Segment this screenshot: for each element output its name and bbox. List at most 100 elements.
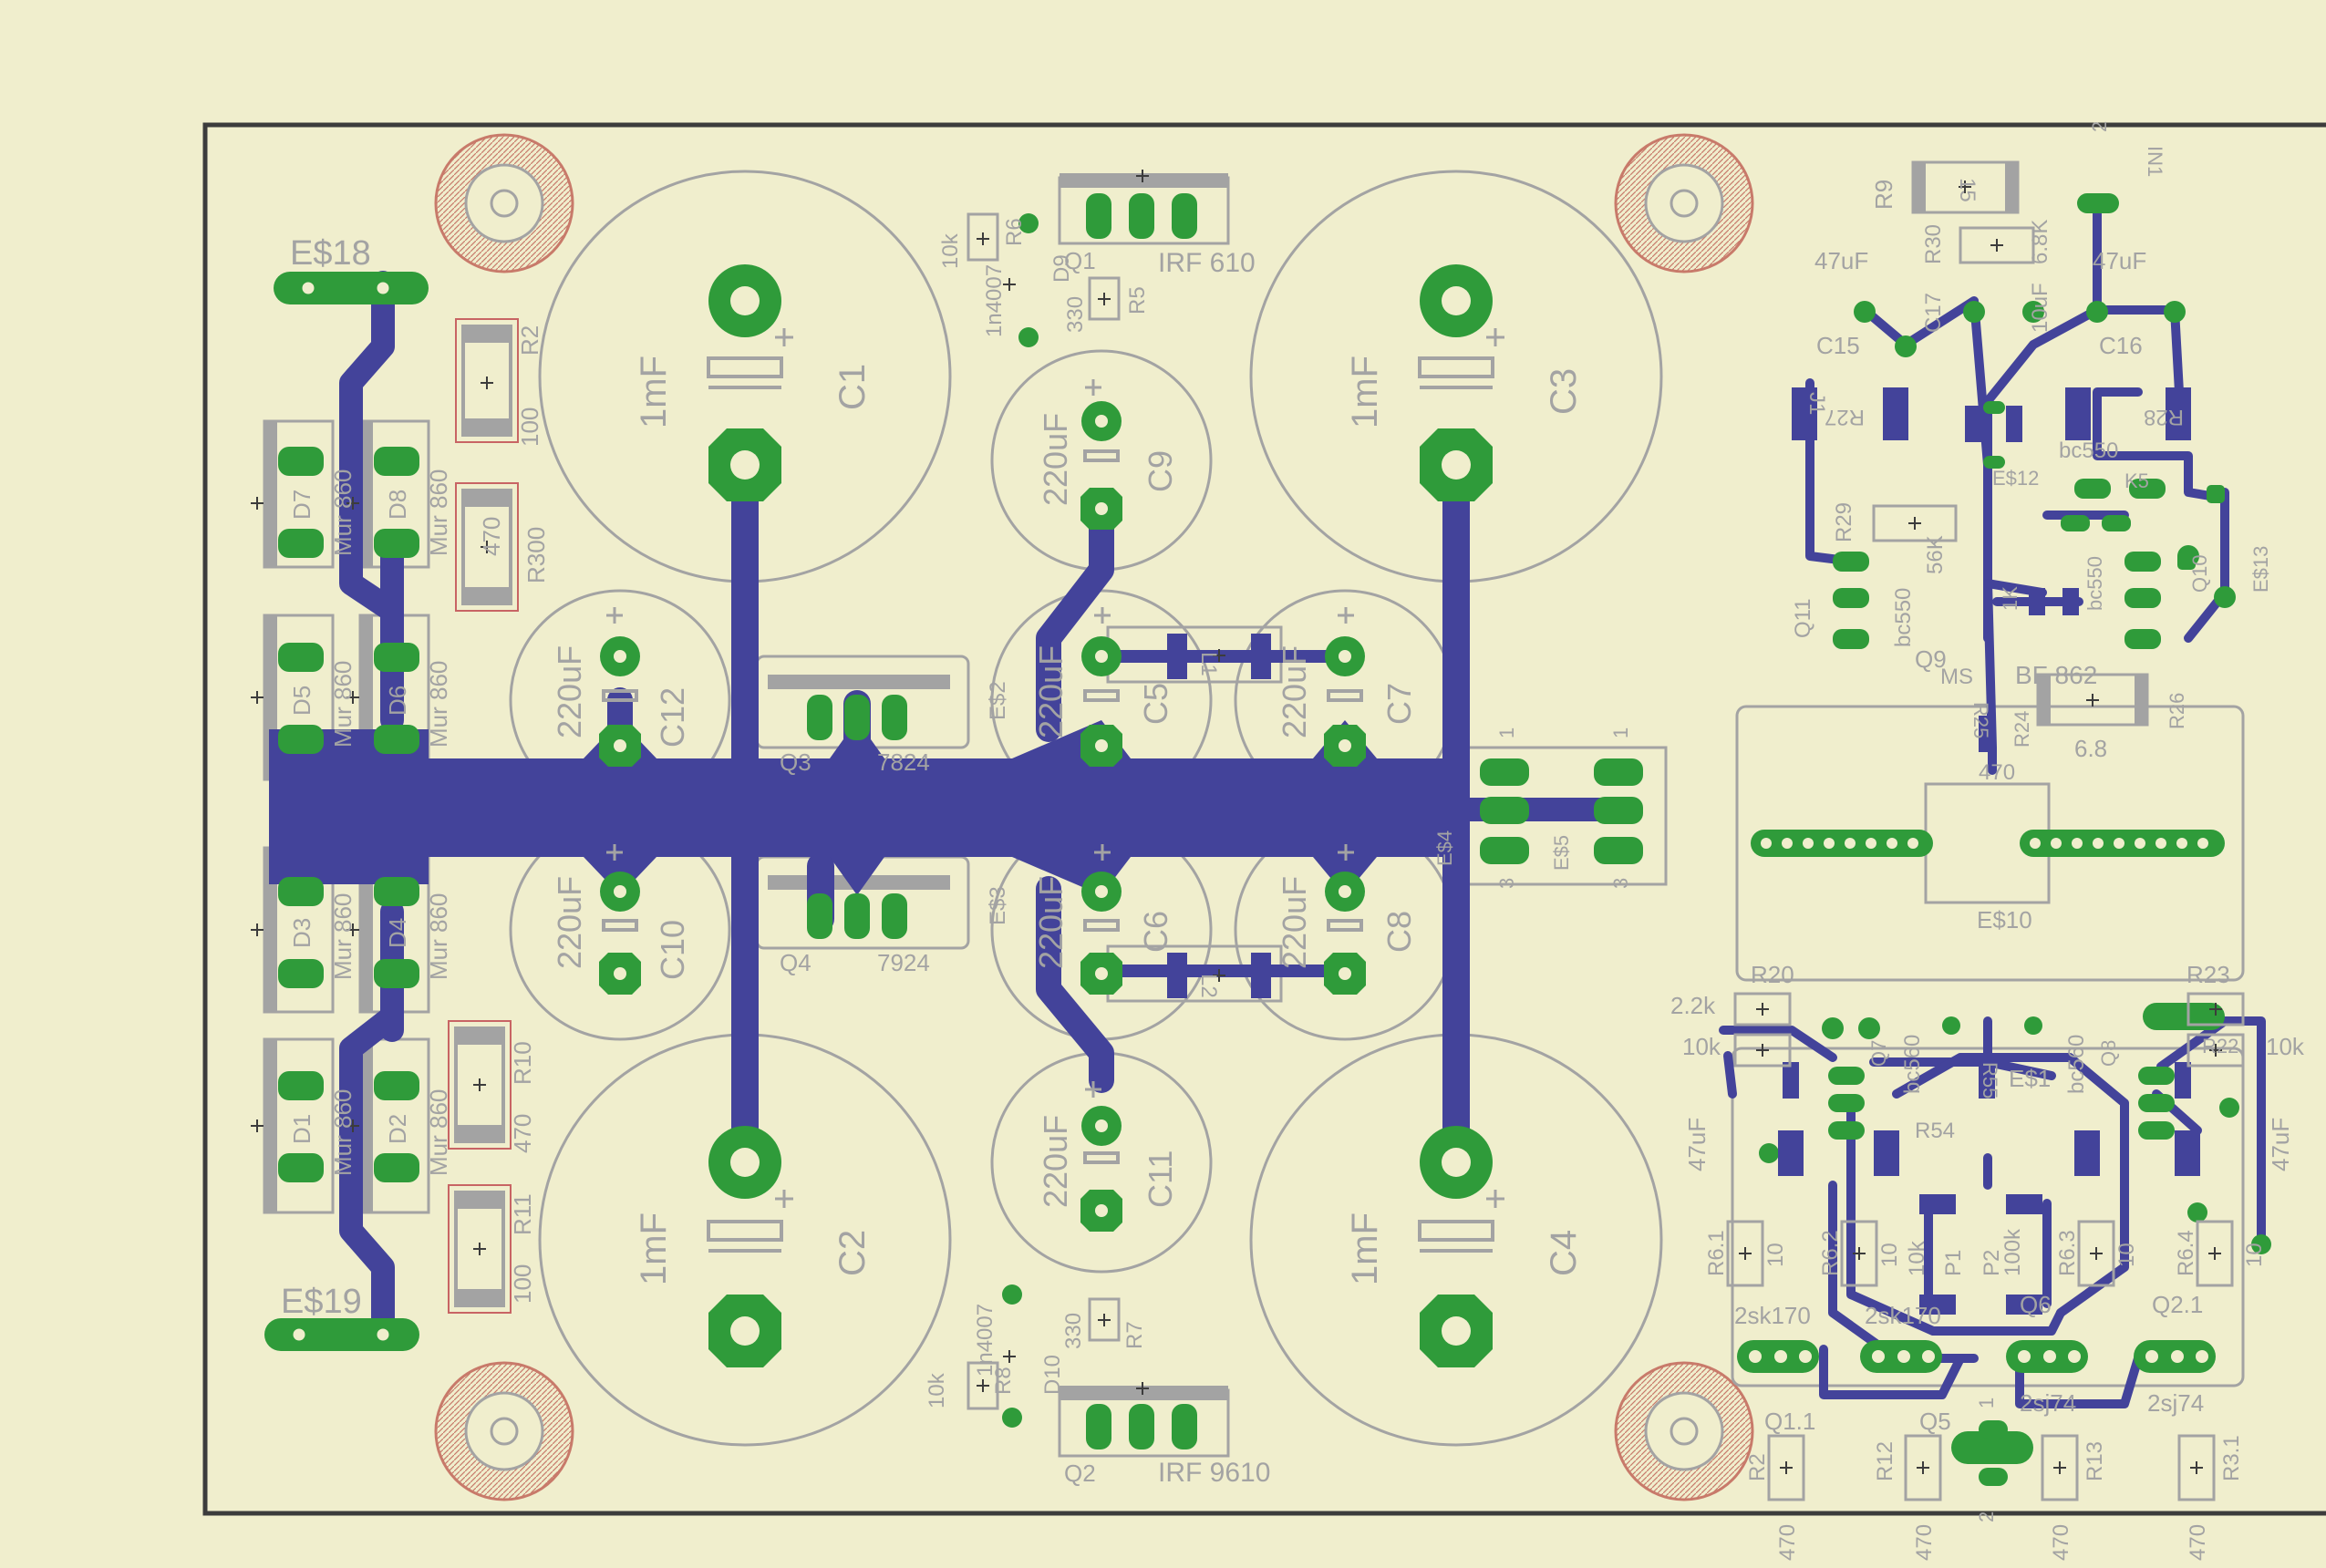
label-r9-value: 15 [1955, 178, 1980, 202]
label-q1: Q1 [1064, 247, 1096, 274]
label-d4-value: Mur 860 [425, 893, 452, 980]
label-r7-value: 330 [1061, 1313, 1086, 1349]
label-c5: C5 [1137, 683, 1174, 725]
label-d6-value: Mur 860 [425, 661, 452, 748]
label-c1-value: 1mF [634, 356, 674, 428]
label-r29: R29 [1832, 502, 1856, 542]
mounting-hole-icon [434, 1361, 574, 1501]
label-q1-2-value: 2sk170 [1865, 1302, 1941, 1329]
mounting-holes [434, 133, 1754, 1501]
label-c16: C16 [2099, 332, 2143, 359]
label-k5: K5 [2124, 469, 2149, 492]
label-e3: E$3 [986, 886, 1010, 925]
label-d2-value: Mur 860 [425, 1089, 452, 1176]
label-e5: E$5 [1550, 835, 1573, 871]
label-d9: D9 [1049, 254, 1074, 283]
label-c17: C17 [1921, 293, 1946, 333]
label-r13: R13 [2083, 1441, 2107, 1481]
label-r54: R54 [1915, 1119, 1955, 1143]
label-100k-pot: 100k [2000, 1228, 2025, 1276]
label-p2: P2 [1980, 1250, 2004, 1276]
label-e18: E$18 [290, 234, 371, 273]
label-d7-value: Mur 860 [329, 469, 357, 556]
label-r3-1: R3.1 [2219, 1435, 2244, 1481]
label-q8-value: bc560 [2064, 1035, 2089, 1094]
label-r22: R22 [2202, 1035, 2238, 1057]
polarity-marks [606, 328, 1504, 1208]
label-pin3a: 3 [1495, 878, 1518, 889]
label-e1: E$1 [2009, 1065, 2051, 1092]
label-c10-value: 220uF [551, 876, 588, 969]
mounting-hole-icon [1614, 133, 1754, 273]
label-470-d: 470 [2186, 1524, 2210, 1561]
label-d7: D7 [288, 490, 315, 520]
label-d3: D3 [288, 918, 315, 948]
label-q8: Q8 [2097, 1040, 2120, 1067]
mounting-hole-icon [1614, 1361, 1754, 1501]
label-r23: R23 [2186, 961, 2230, 988]
label-j1: J1 [1804, 392, 1829, 415]
label-r20-value: 2.2k [1670, 992, 1716, 1019]
label-r64: R6.4 [2174, 1230, 2198, 1276]
label-pin1-bottom: 1 [1975, 1398, 1998, 1408]
label-470-a: 470 [1775, 1524, 1800, 1561]
label-c14-value: 47uF [2267, 1118, 2294, 1171]
label-q4-value: 7924 [877, 949, 930, 976]
label-r61: R6.1 [1704, 1230, 1729, 1276]
label-q2: Q2 [1064, 1460, 1096, 1487]
label-c9: C9 [1142, 450, 1179, 492]
label-pin1a: 1 [1495, 727, 1518, 738]
label-r64-value: 10 [2242, 1243, 2267, 1267]
label-d10: D10 [1040, 1355, 1065, 1395]
label-d5-value: Mur 860 [329, 661, 357, 748]
label-r62: R6.2 [1818, 1230, 1843, 1276]
label-d5: D5 [288, 686, 315, 716]
label-d1: D1 [288, 1114, 315, 1144]
label-p1: P1 [1941, 1250, 1966, 1276]
label-q11: Q11 [1791, 598, 1815, 638]
label-in1: IN1 [2144, 146, 2166, 177]
label-c10: C10 [654, 920, 691, 980]
label-d2: D2 [384, 1114, 411, 1144]
label-c6-value: 220uF [1032, 876, 1070, 969]
label-e4: E$4 [1433, 830, 1456, 866]
mounting-hole-icon [434, 133, 574, 273]
label-c12: C12 [654, 687, 691, 748]
label-r5-value: 330 [1063, 296, 1088, 333]
label-d9-value: 1n4007 [982, 264, 1007, 337]
label-pin2-bottom: 2 [1975, 1511, 1998, 1522]
label-q6: Q6 [2020, 1291, 2052, 1318]
label-ms: MS [1940, 665, 1973, 689]
label-c13-value: 47uF [1683, 1118, 1711, 1171]
label-q1-1-value: 2sk170 [1734, 1302, 1811, 1329]
label-d10-value: 1n4007 [973, 1304, 998, 1377]
label-q1-value: IRF 610 [1158, 248, 1256, 278]
label-r26: R26 [2166, 693, 2188, 729]
label-c12-value: 220uF [551, 645, 588, 738]
label-q9-value: BF 862 [2015, 661, 2097, 689]
label-1k: 1K [1999, 586, 2021, 611]
label-r26-value: 6.8 [2074, 735, 2107, 762]
label-c17-value: 10uF [2028, 283, 2052, 333]
label-d6: D6 [384, 686, 411, 716]
label-e10: E$10 [1977, 906, 2032, 934]
label-r24: R24 [2011, 711, 2033, 748]
label-q10: Q10 [2188, 554, 2211, 593]
label-r63: R6.3 [2055, 1230, 2080, 1276]
label-r6-value: 10k [938, 232, 963, 269]
label-c2: C2 [832, 1230, 873, 1276]
label-r10: R10 [509, 1041, 536, 1085]
label-c3: C3 [1544, 368, 1584, 415]
label-470-c: 470 [2049, 1524, 2073, 1561]
label-r28: R28 [2144, 405, 2184, 429]
smd-pads [1167, 387, 2200, 1315]
label-c6: C6 [1137, 911, 1174, 953]
label-q11-value: bc550 [1891, 588, 1916, 647]
resistor-packages [448, 318, 519, 1314]
label-r11-value: 100 [509, 1264, 536, 1304]
label-r2-value: 100 [516, 407, 543, 447]
label-l2: L2 [1196, 974, 1221, 998]
label-q5: Q5 [1919, 1408, 1951, 1435]
board-outline [202, 122, 2326, 1516]
label-d3-value: Mur 860 [329, 893, 357, 980]
